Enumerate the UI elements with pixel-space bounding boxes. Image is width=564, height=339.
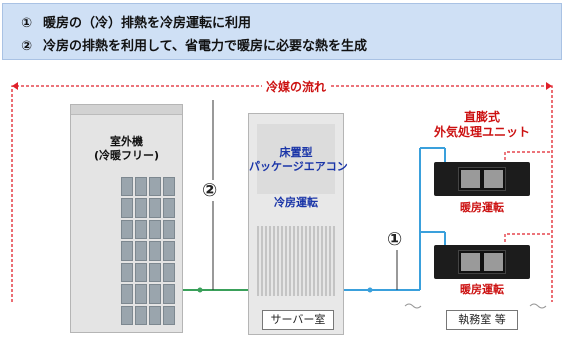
header-line-1: ① 暖房の（冷）排熱を冷房運転に利用	[21, 12, 251, 31]
header-line-1-text: 暖房の（冷）排熱を冷房運転に利用	[43, 16, 252, 31]
marker-one-header: ①	[21, 16, 33, 31]
refrigerant-branch-top	[504, 151, 552, 160]
junction-dot	[197, 287, 203, 293]
header-panel: ① 暖房の（冷）排熱を冷房運転に利用 ② 冷房の排熱を利用して、省電力で暖房に必要な…	[2, 3, 562, 60]
junction-dot-right	[367, 287, 373, 293]
arrow-right	[546, 82, 552, 90]
flow-title: 冷媒の流れ	[262, 78, 331, 95]
header-line-2: ② 冷房の排熱を利用して、省電力で暖房に必要な熱を生成	[21, 35, 367, 54]
ventilation-unit-1	[434, 162, 530, 196]
ventilation-unit-2	[434, 245, 530, 279]
marker-one: ①	[387, 229, 403, 250]
ventilation-title-2: 外気処理ユニット	[433, 125, 530, 139]
indoor-unit-grille	[257, 226, 335, 296]
indoor-unit-mode: 冷房運転	[274, 196, 318, 209]
indoor-unit: 床置型 パッケージエアコン 冷房運転	[248, 113, 348, 335]
break-mark-left	[404, 303, 422, 309]
server-room-label: サーバー室	[262, 310, 334, 330]
outdoor-unit-label-1: 室外機	[110, 135, 143, 148]
marker-two: ②	[202, 180, 218, 201]
indoor-unit-label-2: パッケージエアコン	[249, 160, 348, 173]
header-line-2-text: 冷房の排熱を利用して、省電力で暖房に必要な熱を生成	[43, 39, 367, 54]
indoor-unit-label-1: 床置型	[279, 146, 313, 159]
break-mark-right	[529, 303, 547, 309]
arrow-left	[12, 82, 18, 90]
ventilation-unit-2-mode: 暖房運転	[460, 283, 504, 296]
refrigerant-branch-bottom	[504, 233, 552, 242]
ventilation-title-1: 直膨式	[463, 110, 500, 124]
ventilation-unit-1-mode: 暖房運転	[460, 201, 504, 214]
marker-two-header: ②	[21, 39, 33, 54]
outdoor-unit-vent-grid	[121, 177, 175, 325]
outdoor-unit-label-2: (冷暖フリー)	[93, 149, 160, 162]
office-room-label: 執務室 等	[446, 310, 518, 330]
outdoor-unit: 室外機 (冷暖フリー)	[70, 104, 183, 333]
